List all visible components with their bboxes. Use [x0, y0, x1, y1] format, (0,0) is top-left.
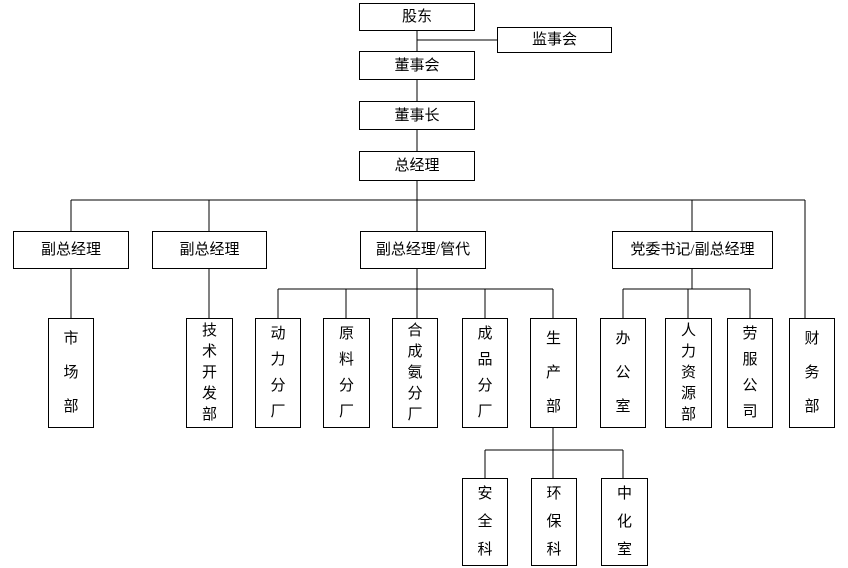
node-label: 动力分厂 — [270, 326, 286, 420]
node-label: 副总经理/管代 — [375, 242, 471, 258]
node-office: 办公室 — [600, 318, 646, 428]
node-label: 劳服公司 — [742, 326, 758, 420]
node-deputy-gm-2: 副总经理 — [152, 231, 267, 269]
node-label: 监事会 — [531, 32, 577, 48]
node-label: 原料分厂 — [339, 326, 355, 420]
node-label: 市场部 — [63, 331, 79, 415]
node-label: 副总经理 — [179, 242, 240, 258]
node-label: 中化室 — [617, 486, 633, 558]
node-label: 财务部 — [804, 331, 820, 415]
node-labor-service-company: 劳服公司 — [727, 318, 773, 428]
node-raw-material-branch: 原料分厂 — [323, 318, 370, 428]
node-central-chem-lab: 中化室 — [601, 478, 648, 566]
node-shareholders: 股东 — [359, 3, 475, 31]
node-label: 生产部 — [546, 331, 562, 415]
node-deputy-gm-1: 副总经理 — [13, 231, 129, 269]
node-finance-dept: 财务部 — [789, 318, 835, 428]
node-deputy-gm-mgmt-rep: 副总经理/管代 — [360, 231, 486, 269]
node-party-secretary-deputy-gm: 党委书记/副总经理 — [612, 231, 773, 269]
node-label: 党委书记/副总经理 — [630, 242, 755, 258]
node-production-dept: 生产部 — [530, 318, 577, 428]
node-label: 人力资源部 — [681, 322, 697, 423]
node-label: 环保科 — [546, 486, 562, 558]
node-label: 董事会 — [394, 57, 440, 74]
node-power-branch: 动力分厂 — [255, 318, 301, 428]
node-board-of-directors: 董事会 — [359, 51, 475, 80]
node-label: 副总经理 — [40, 242, 101, 258]
node-label: 董事长 — [394, 107, 440, 124]
node-label: 合成氨分厂 — [407, 322, 423, 423]
node-supervisory-board: 监事会 — [497, 27, 612, 53]
node-general-manager: 总经理 — [359, 151, 475, 181]
node-safety-section: 安全科 — [462, 478, 508, 566]
node-label: 安全科 — [477, 486, 493, 558]
node-chairman: 董事长 — [359, 101, 475, 130]
node-finished-goods-branch: 成品分厂 — [462, 318, 508, 428]
node-label: 总经理 — [394, 158, 440, 174]
node-hr-dept: 人力资源部 — [665, 318, 712, 428]
node-marketing-dept: 市场部 — [48, 318, 94, 428]
node-ammonia-branch: 合成氨分厂 — [392, 318, 438, 428]
node-env-protection-section: 环保科 — [531, 478, 577, 566]
node-label: 技术开发部 — [202, 322, 218, 423]
node-tech-dev-dept: 技术开发部 — [186, 318, 233, 428]
node-label: 成品分厂 — [477, 326, 493, 420]
node-label: 办公室 — [615, 331, 631, 415]
node-label: 股东 — [401, 9, 432, 25]
